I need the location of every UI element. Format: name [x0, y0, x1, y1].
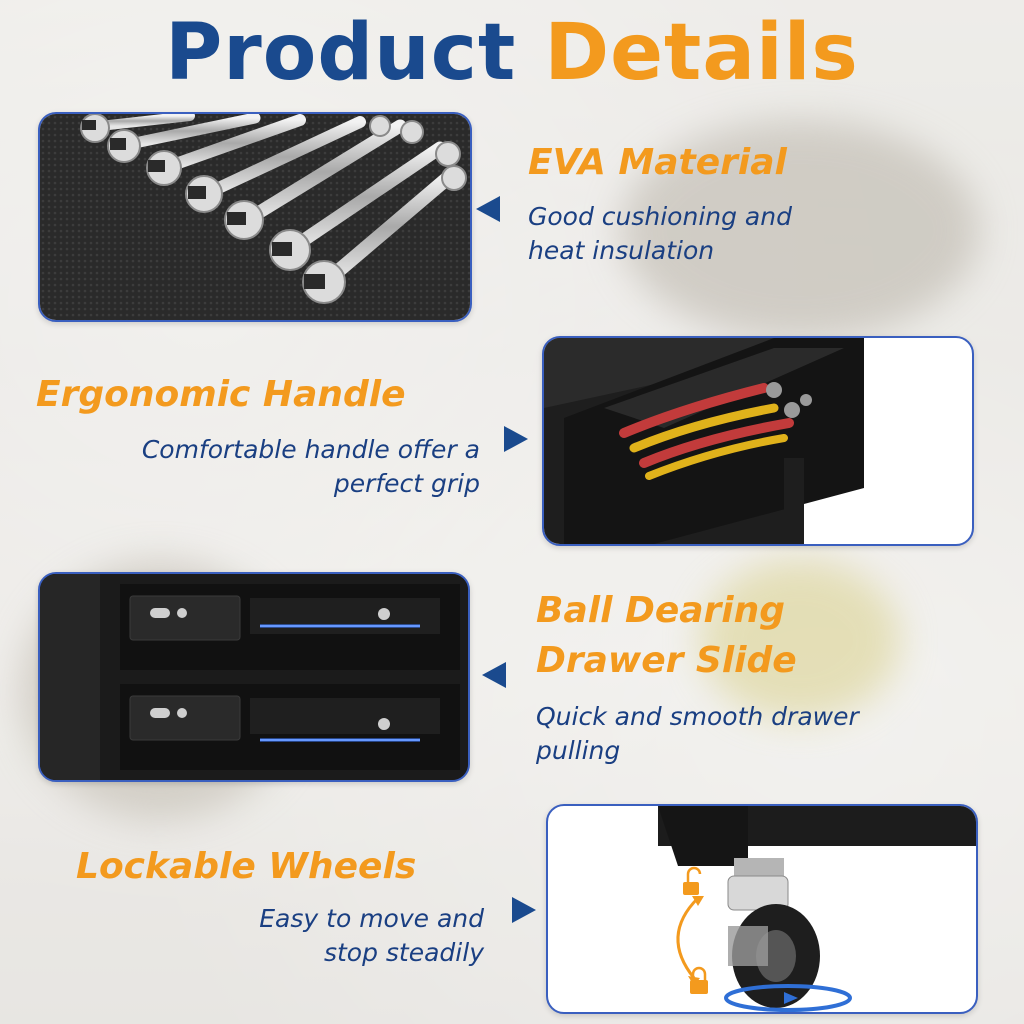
title-word-details: Details [544, 8, 859, 98]
desc-line: stop steadily [323, 938, 484, 967]
desc-line: Good cushioning and [528, 202, 792, 231]
feature-desc-wheels: Easy to move and stop steadily [60, 902, 484, 970]
feature-desc-eva: Good cushioning and heat insulation [528, 200, 908, 268]
desc-line: Quick and smooth drawer [536, 702, 859, 731]
desc-line: perfect grip [333, 469, 480, 498]
feature-desc-handle: Comfortable handle offer a perfect grip [40, 433, 480, 501]
arrow-right-icon [512, 897, 536, 923]
unlock-icon [683, 866, 702, 895]
arrow-left-icon [476, 196, 500, 222]
background-blur-3 [700, 560, 900, 720]
arrow-left-icon [482, 662, 506, 688]
feature-heading-eva: EVA Material [528, 142, 787, 183]
ergonomic-handle-image [542, 336, 974, 546]
eva-material-image [38, 112, 472, 322]
desc-line: heat insulation [528, 236, 715, 265]
desc-line: Comfortable handle offer a [141, 435, 480, 464]
feature-heading-slide: Ball Dearing Drawer Slide [536, 586, 797, 686]
heading-line: Drawer Slide [536, 640, 797, 681]
background-blur-1 [620, 120, 980, 340]
desc-line: Easy to move and [259, 904, 484, 933]
title-word-product: Product [165, 8, 517, 98]
feature-desc-slide: Quick and smooth drawer pulling [536, 700, 956, 768]
heading-line: Ball Dearing [536, 590, 786, 631]
lockable-wheels-image [546, 804, 978, 1014]
lock-icon [690, 966, 708, 994]
arrow-right-icon [504, 426, 528, 452]
feature-heading-wheels: Lockable Wheels [76, 846, 417, 887]
desc-line: pulling [536, 736, 621, 765]
feature-heading-handle: Ergonomic Handle [36, 374, 406, 415]
page-title: Product Details [0, 8, 1024, 98]
drawer-slide-image [38, 572, 470, 782]
